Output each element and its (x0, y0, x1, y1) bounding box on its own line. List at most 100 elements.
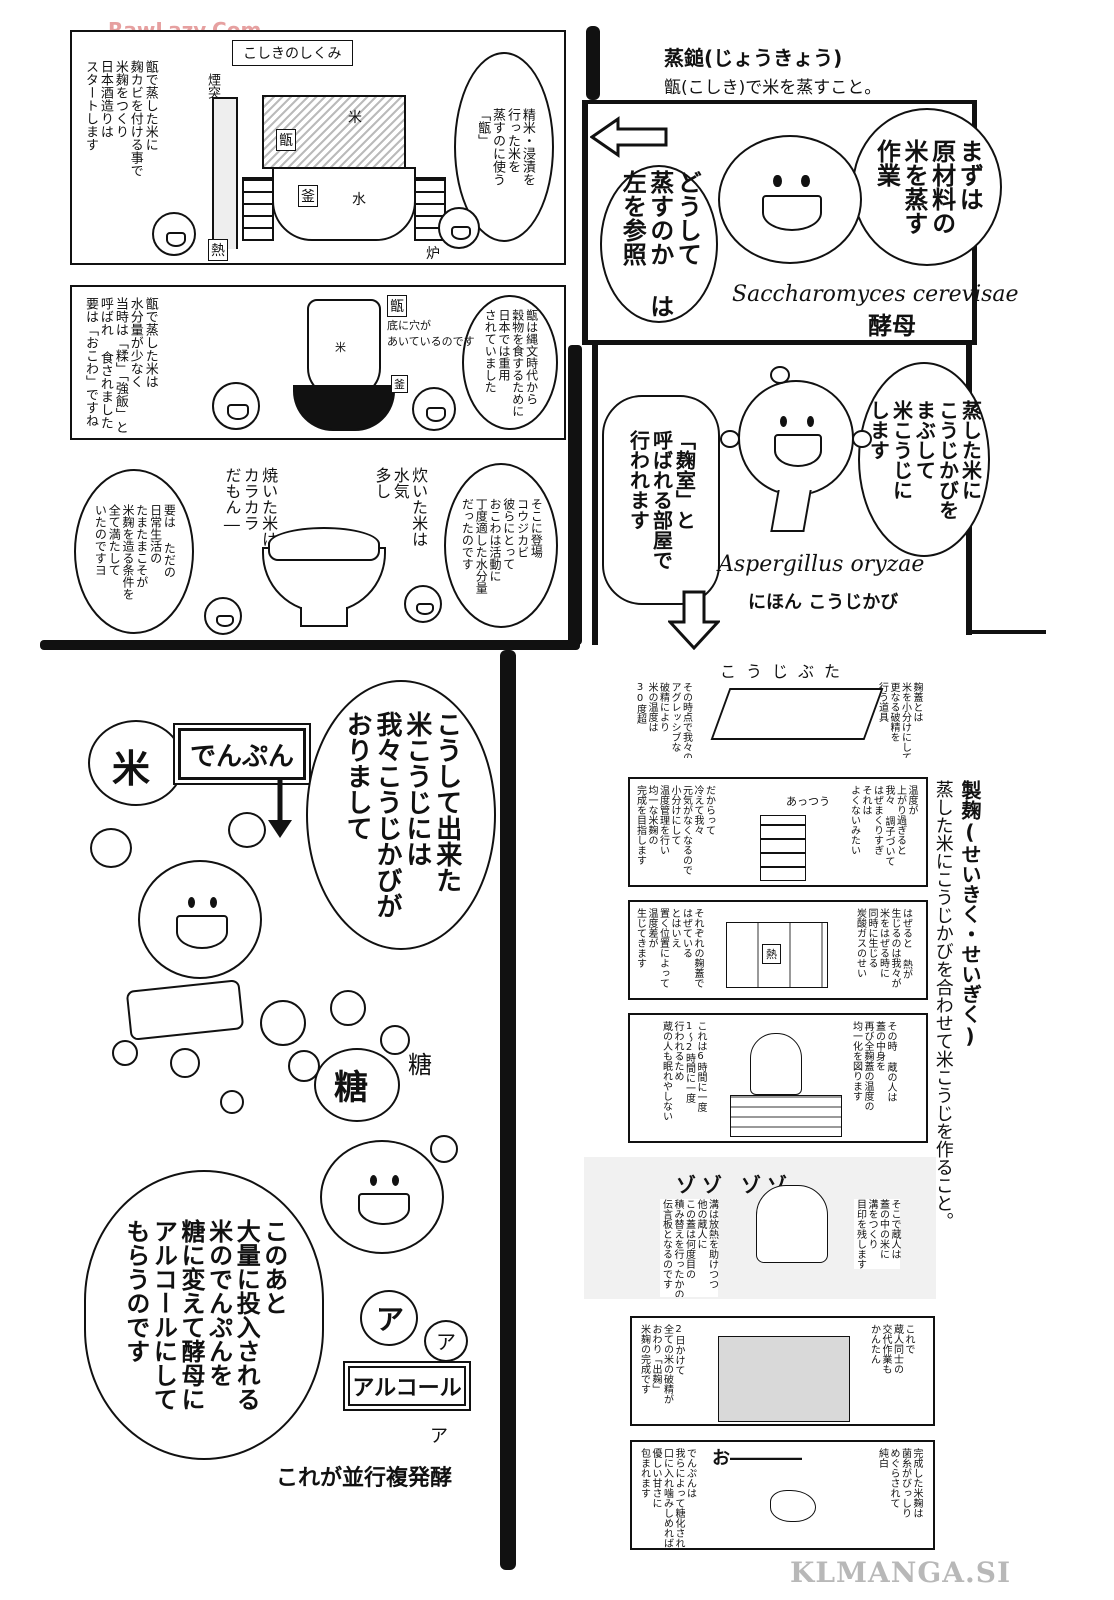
left-big-bubble-2: このあと 大量に投入される 米のでんぷんを 糖に変えて酵母に アルコールにして … (84, 1170, 324, 1460)
ink-right-mid-left (592, 345, 598, 645)
arrow-down (666, 590, 722, 651)
mascot-small (212, 382, 260, 430)
strip-panel-kojibuta: こうじぶた 麹蓋とは 米を小分けにして 更なる破精を 行う道具 その時点で我々の… (628, 650, 928, 760)
panel2-right-bubble: 甑は縄文時代から 穀物を食するために 日本では重用 されていました (462, 295, 558, 430)
bowl-foot (300, 607, 348, 627)
ink-right-top-bottom (582, 340, 977, 345)
panel1-right-text: 精米・浸漬を 行った米を 蒸すのに使う 「甑」 (475, 108, 535, 186)
word-a-small: ア (436, 1330, 456, 1354)
p7-text-a: 完成した米麹は 菌糸がびっしり めぐらされて 純白 (876, 1448, 923, 1518)
label-hole-note: 底に穴が あいているのです (387, 319, 475, 348)
ink-stroke-top (586, 26, 600, 100)
right-top-bubble-2: どうして 蒸すのか は 左を参照 (600, 165, 718, 323)
right-mid-bubble-2: 「麹室」と 呼ばれる部屋で 行われます (602, 395, 720, 605)
rice-bubble-small (228, 812, 266, 848)
word-starch: でんぷん (189, 741, 294, 772)
label-pot-rice: 米 (335, 341, 346, 354)
worker-figure (750, 1033, 802, 1095)
p3-text-a: はぜると 熱が 生じるのは我々が 米をはぜる時に 同時に生じる 炭酸ガスのせい (854, 908, 912, 988)
label-pot-koshiki: 甑 (387, 295, 407, 317)
left-big-text-1: こうして出来た 米こうじには 我々こうじかびが おりまして (342, 711, 462, 919)
koji-stem (770, 490, 812, 532)
tray-shelves (730, 1095, 842, 1137)
right-top-text-1: まずは 原材料の 米を蒸す 作業 (872, 139, 984, 235)
word-rice: 米 (112, 747, 151, 791)
right-top-text-2: どうして 蒸すのか は 左を参照 (618, 170, 702, 318)
heading-subtitle: 甑(こしき)で米を蒸すこと。 (664, 78, 882, 98)
koshiki-pot-diagram: 甑 底に穴が あいているのです 米 釜 (287, 295, 475, 435)
koji-lump (770, 1490, 816, 1522)
ink-right-mid-bottom (966, 630, 1046, 634)
word-alcohol: アルコール (352, 1376, 462, 1401)
p7-sfx: お―――― (712, 1448, 802, 1469)
label-heat: 熱 (208, 239, 228, 261)
label-water: 水 (352, 192, 366, 208)
p6-text-a: これで 蔵人同士の 交代作業も かんたん (868, 1324, 915, 1374)
heading-title: 蒸鎚(じょうきょう) (664, 46, 843, 70)
label-koshiki: 甑 (276, 129, 296, 151)
seikiku-subtitle: 蒸した米にこうじかびを合わせて米こうじを作ること。 (932, 780, 954, 1230)
sugar-word-circle (314, 1048, 400, 1122)
note-baked-rice: 焼いた米は カラカラ だもん― (222, 467, 279, 547)
panel3-left-text: 要は ただの 日常生活の たまたまこそが 米麹を造る条件を 全て満たして いたの… (93, 503, 177, 600)
koji-knob (770, 366, 790, 384)
p5-text-b: 溝は放熱を助けつつ 他の蔵人に この蓋は何度目の 積み替えを行ったかの 伝言板と… (660, 1199, 718, 1299)
p3-text-b: それぞれの麹蓋で はぜている とはいえ 置く位置によって 温度差が 生じてきます (634, 908, 704, 988)
word-sugar-small: 糖 (408, 1051, 432, 1079)
ink-right-top-top (582, 100, 977, 104)
p2-text-b: だからって 冷えて我々 元気がなくなるので 小分けにして 温度管理を行い 均一な… (634, 785, 715, 875)
mascot-small (204, 597, 242, 635)
note-cooked-rice: 炊いた米は 水気 多し (372, 467, 429, 547)
koji-knob (720, 430, 740, 448)
koji-trays-stack (760, 815, 806, 881)
starch-bubble (220, 1090, 244, 1114)
panel1-right-bubble: 精米・浸漬を 行った米を 蒸すのに使う 「甑」 (454, 52, 554, 242)
starch-bubble (430, 1135, 458, 1163)
p6-text-b: 2日かけて 全ての米の破精が おわり「出麹」 米麹の完成です (638, 1324, 685, 1404)
p7-text-b: でんぷんは 我らによって糖化され 口に入れ噛みしめれば 優しい甘さに 包まれます (638, 1448, 696, 1548)
p1-text-b: その時点で我々の アグレッシブな 破精により 米の温度は 30度超 (634, 682, 692, 760)
p5-text-a: そこで蔵人は 蓋の中の米に 溝をつくり 目印を残します (854, 1199, 900, 1269)
panel3-left-bubble: 要は ただの 日常生活の たまたまこそが 米麹を造る条件を 全て満たして いたの… (74, 469, 194, 634)
panel-koshiki-history: 甑で蒸した米は 水分量が少なく 当時は「糅」「強飯」と 呼ばれ 食されました 要… (70, 285, 566, 440)
p4-text-a: その時 蔵の人は 蓋の中身を 再び全麹蓋の温度の 均一化を図ります (850, 1021, 897, 1111)
p2-text-a: 温度が 上がり過ぎると 我々 調子づいて はぜまくりすぎ それは よくないみたい (848, 785, 918, 866)
strip-panel-groove: そこで蔵人は 蓋の中の米に 溝をつくり 目印を残します 溝は放熱を助けつつ 他の… (584, 1157, 936, 1299)
panel3-right-text: そこに登場 コウジカビ 彼らにとって おこわは活動に 丁度適した水分量 だったの… (460, 497, 544, 594)
panel1-left-text: 甑で蒸した米に 麹カビを付ける事で 米麹をつくり 日本酒造りは スタートします (82, 60, 158, 177)
panel2-left-text: 甑で蒸した米は 水分量が少なく 当時は「糅」「強飯」と 呼ばれ 食されました 要… (82, 297, 158, 434)
word-starch-box: でんぷん (178, 728, 306, 780)
ink-divider-horizontal (40, 640, 580, 650)
starch-bubble (330, 990, 366, 1026)
arrow-left (589, 115, 670, 159)
p4-text-b: これは6時間に一度 1～2時間に一度 行われるため 蔵の人も眠れやしない (660, 1021, 707, 1121)
ink-right-top-frame (582, 100, 588, 345)
strip-panel-heat: はぜると 熱が 生じるのは我々が 米をはぜる時に 同時に生じる 炭酸ガスのせい … (628, 900, 928, 1000)
label-furnace: 炉 (426, 246, 440, 262)
starch-bubble (112, 1040, 138, 1066)
panel3-right-bubble: そこに登場 コウジカビ 彼らにとって おこわは活動に 丁度適した水分量 だったの… (444, 463, 558, 628)
word-a-tiny: ア (430, 1426, 448, 1447)
mascot-koji-large (138, 860, 262, 979)
kojibuta-tray (710, 688, 884, 740)
mascot-small (438, 207, 480, 249)
mascot-small (412, 387, 456, 431)
koji-large-base (125, 979, 245, 1041)
starch-bubble (380, 1025, 410, 1055)
page-heading: 蒸鎚(じょうきょう) 甑(こしき)で米を蒸すこと。 (664, 42, 881, 98)
kettle (272, 167, 416, 241)
left-big-text-2: このあと 大量に投入される 米のでんぷんを 糖に変えて酵母に アルコールにして … (121, 1219, 288, 1411)
left-big-bubble-1: こうして出来た 米こうじには 我々こうじかびが おりまして (306, 680, 496, 950)
p1-text-a: 麹蓋とは 米を小分けにして 更なる破精を 行う道具 (876, 682, 923, 760)
word-alcohol-box: アルコール (348, 1366, 466, 1406)
right-mid-bubble-1: 蒸した米に こうじかびを まぶして 米こうじに します (858, 362, 990, 557)
label-kettle: 釜 (298, 185, 318, 207)
koshiki-diagram: 煙突 甑 米 釜 水 熱 炉 (202, 67, 452, 262)
strip-panel-dekoji: これで 蔵人同士の 交代作業も かんたん 2日かけて 全ての米の破精が おわり「… (630, 1316, 935, 1426)
mascot-yeast-large (320, 1140, 444, 1254)
koshiki-pot (307, 299, 381, 398)
arrow-starch-down (268, 780, 292, 840)
label-pot-kettle: 釜 (391, 375, 408, 393)
strip-panel-finished-koji: 完成した米麹は 菌糸がびっしり めぐらされて 純白 でんぷんは 我らによって糖化… (630, 1440, 935, 1550)
koji-knob (852, 430, 872, 448)
